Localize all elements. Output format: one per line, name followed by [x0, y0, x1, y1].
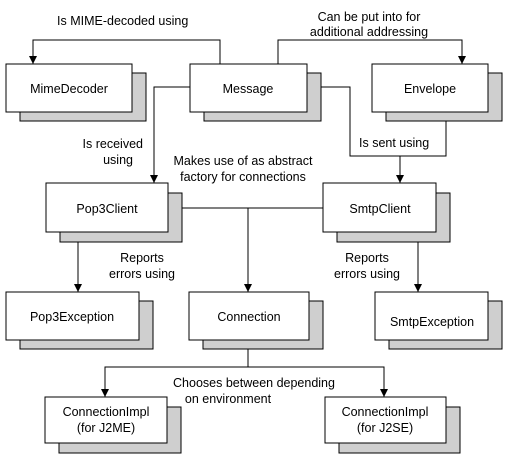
connector-message-to-pop3client: [150, 86, 190, 183]
box-connectionimpl-j2me-line1: ConnectionImpl: [63, 405, 150, 419]
connector-connection-to-j2se: [248, 366, 388, 397]
box-pop3client-label: Pop3Client: [76, 202, 138, 216]
relationship-labels: Is MIME-decoded using Can be put into fo…: [57, 10, 429, 406]
label-put-into-line2: additional addressing: [310, 25, 428, 39]
connector-envelope-to-smtpclient: [400, 112, 447, 157]
box-mimedecoder: MimeDecoder: [5, 63, 147, 122]
label-sent: Is sent using: [359, 136, 429, 150]
box-pop3client: Pop3Client: [45, 182, 183, 243]
label-mime-decoded: Is MIME-decoded using: [57, 14, 188, 28]
box-pop3exception-label: Pop3Exception: [30, 310, 114, 324]
box-connectionimpl-j2se-line1: ConnectionImpl: [342, 405, 429, 419]
box-mimedecoder-label: MimeDecoder: [30, 82, 108, 96]
box-connectionimpl-j2se: ConnectionImpl (for J2SE): [324, 396, 461, 454]
box-connectionimpl-j2me: ConnectionImpl (for J2ME): [44, 396, 182, 454]
label-received-line2: using: [103, 153, 133, 167]
box-connection-label: Connection: [217, 310, 280, 324]
box-smtpclient-label: SmtpClient: [349, 202, 411, 216]
connector-message-to-mimedecoder: [29, 39, 221, 64]
box-message: Message: [189, 63, 322, 122]
box-envelope: Envelope: [371, 63, 503, 122]
label-put-into-line1: Can be put into for: [318, 10, 421, 24]
label-factory-line2: factory for connections: [180, 170, 306, 184]
box-pop3exception: Pop3Exception: [5, 291, 154, 350]
box-message-label: Message: [223, 82, 274, 96]
label-factory-line1: Makes use of as abstract: [174, 154, 313, 168]
box-connectionimpl-j2se-line2: (for J2SE): [357, 421, 413, 435]
box-smtpexception-label: SmtpException: [390, 315, 474, 329]
label-reports-left-line1: Reports: [120, 251, 164, 265]
label-chooses-line1: Chooses between depending: [173, 376, 335, 390]
label-received-line1: Is received: [83, 137, 143, 151]
connector-message-to-envelope: [277, 39, 466, 64]
box-envelope-label: Envelope: [404, 82, 456, 96]
box-connectionimpl-j2me-line2: (for J2ME): [77, 421, 135, 435]
label-reports-left-line2: errors using: [109, 267, 175, 281]
label-reports-right-line1: Reports: [345, 251, 389, 265]
connector-message-to-smtpclient: [306, 86, 404, 183]
label-reports-right-line2: errors using: [334, 267, 400, 281]
connector-connection-to-j2me: [101, 342, 249, 397]
box-smtpclient: SmtpClient: [322, 182, 451, 243]
label-chooses-line2: on environment: [185, 392, 272, 406]
box-smtpexception: SmtpException: [374, 291, 503, 350]
box-connection: Connection: [188, 291, 324, 350]
